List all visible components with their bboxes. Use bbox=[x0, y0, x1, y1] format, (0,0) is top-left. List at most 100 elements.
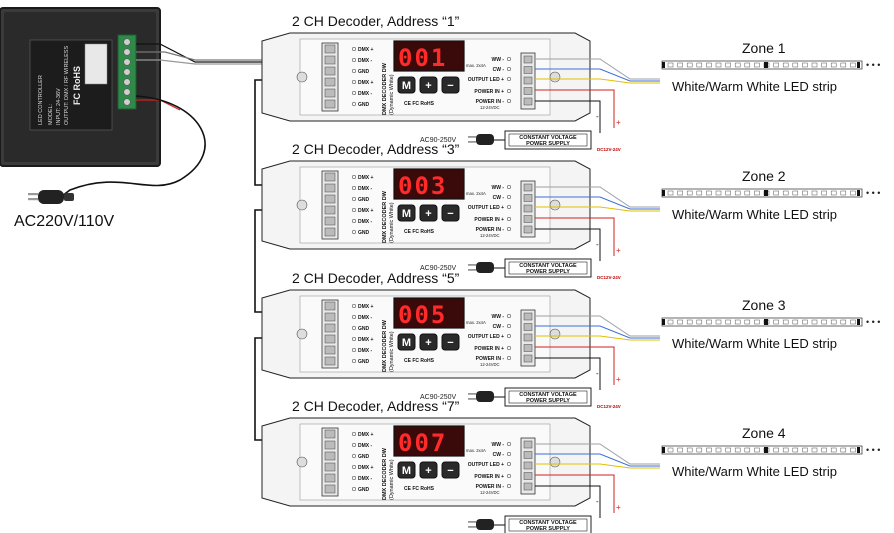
led-chip-icon bbox=[850, 190, 856, 196]
minus-button-label: − bbox=[447, 80, 453, 92]
psu-label-2: POWER SUPPLY bbox=[526, 526, 570, 532]
led-chip-icon bbox=[840, 319, 847, 325]
mode-button[interactable]: M bbox=[397, 76, 416, 94]
terminal-screw-icon bbox=[324, 183, 336, 193]
power-plug-icon bbox=[28, 190, 74, 204]
psu-label-1: CONSTANT VOLTAGE bbox=[519, 392, 577, 398]
mode-button-label: M bbox=[402, 337, 411, 349]
terminal-screw-icon bbox=[523, 194, 533, 202]
minus-button[interactable]: − bbox=[441, 333, 460, 351]
minus-button[interactable]: − bbox=[441, 461, 460, 479]
address-display-value: 003 bbox=[398, 172, 447, 200]
led-chip-icon bbox=[773, 319, 779, 325]
mode-button[interactable]: M bbox=[397, 461, 416, 479]
led-chip-icon bbox=[792, 447, 799, 453]
led-chip-icon bbox=[715, 190, 722, 196]
output-terminal-label: POWER IN - bbox=[476, 99, 505, 105]
plus-button[interactable]: + bbox=[419, 333, 438, 351]
svg-text:-: - bbox=[596, 497, 599, 506]
mode-button[interactable]: M bbox=[397, 333, 416, 351]
minus-button[interactable]: − bbox=[441, 76, 460, 94]
dmx-terminal-label: DMX + bbox=[358, 465, 374, 471]
led-chip-icon bbox=[773, 62, 779, 68]
terminal-screw-icon bbox=[523, 461, 533, 470]
terminal-screw-icon bbox=[324, 66, 336, 76]
led-chip-icon bbox=[830, 319, 837, 325]
strip-label: White/Warm White LED strip bbox=[672, 464, 837, 479]
led-chip-icon bbox=[792, 319, 799, 325]
led-chip-icon bbox=[821, 62, 827, 68]
led-strip: • • • bbox=[661, 188, 880, 198]
svg-text:+: + bbox=[616, 118, 621, 127]
led-chip-icon bbox=[773, 447, 779, 453]
terminal-screw-icon bbox=[324, 312, 336, 322]
decoder-title: 2 CH Decoder, Address “1” bbox=[292, 13, 460, 29]
dmx-terminal-label: DMX + bbox=[358, 208, 374, 214]
mounting-hole-icon bbox=[549, 328, 561, 340]
led-chip-icon bbox=[782, 190, 789, 196]
mode-button[interactable]: M bbox=[397, 204, 416, 222]
led-chip-icon bbox=[725, 319, 731, 325]
terminal-screw-icon bbox=[523, 440, 533, 449]
controller-power-label: AC220V/110V bbox=[14, 213, 115, 230]
psu-label-1: CONSTANT VOLTAGE bbox=[519, 520, 577, 526]
minus-button-label: − bbox=[447, 465, 453, 477]
terminal-screw-icon bbox=[324, 55, 336, 65]
output-terminal-label: WW - bbox=[492, 442, 505, 448]
terminal-screw-icon bbox=[123, 38, 131, 46]
plus-button[interactable]: + bbox=[419, 461, 438, 479]
led-chip-icon bbox=[850, 447, 856, 453]
mounting-hole-icon bbox=[549, 71, 561, 83]
dmx-terminal-label: GND bbox=[358, 326, 370, 332]
decoder-model: DMX DECODER DW bbox=[382, 447, 388, 500]
led-chip-icon bbox=[686, 190, 693, 196]
address-display bbox=[393, 40, 465, 72]
led-chip-icon bbox=[744, 62, 751, 68]
minus-button[interactable]: − bbox=[441, 204, 460, 222]
terminal-screw-icon bbox=[523, 333, 533, 342]
led-chip-icon bbox=[802, 190, 808, 196]
led-chip-icon bbox=[725, 447, 731, 453]
terminal-screw-icon bbox=[523, 215, 533, 223]
led-chip-icon bbox=[811, 447, 818, 453]
mode-button-label: M bbox=[402, 80, 411, 92]
dmx-terminal-label: DMX - bbox=[358, 91, 373, 97]
svg-text:-: - bbox=[596, 240, 599, 249]
led-chip-icon bbox=[744, 447, 751, 453]
power-plug-icon bbox=[468, 262, 494, 273]
terminal-screw-icon bbox=[523, 482, 533, 491]
terminal-screw-icon bbox=[523, 344, 533, 352]
led-chip-icon bbox=[715, 62, 722, 68]
plus-button[interactable]: + bbox=[419, 76, 438, 94]
dmx-terminal-label: DMX + bbox=[358, 47, 374, 53]
output-terminal-label: POWER IN + bbox=[474, 474, 504, 480]
plus-button[interactable]: + bbox=[419, 204, 438, 222]
output-terminal-block bbox=[520, 52, 536, 110]
strip-label: White/Warm White LED strip bbox=[672, 79, 837, 94]
plus-button-label: + bbox=[425, 80, 431, 92]
led-chip-icon bbox=[840, 62, 847, 68]
led-chip-icon bbox=[706, 62, 712, 68]
output-terminal-label: OUTPUT LED + bbox=[468, 205, 504, 211]
power-range-label: 12-24VDC bbox=[480, 490, 500, 495]
power-range-label: 12-24VDC bbox=[480, 362, 500, 367]
led-chip-icon bbox=[754, 447, 760, 453]
led-strip: • • • bbox=[661, 60, 880, 70]
led-chip-icon bbox=[686, 447, 693, 453]
decoder-row-1: 2 CH Decoder, Address “1”DMX +DMX -GNDDM… bbox=[261, 13, 880, 152]
strip-label: White/Warm White LED strip bbox=[672, 336, 837, 351]
controller-line-3: OUTPUT: DMX / RF WIRELESS bbox=[64, 46, 70, 125]
led-chip-icon bbox=[811, 62, 818, 68]
plus-button-label: + bbox=[425, 465, 431, 477]
led-strip: • • • bbox=[661, 317, 880, 327]
svg-text:+: + bbox=[616, 375, 621, 384]
dmx-terminal-label: DMX + bbox=[358, 304, 374, 310]
led-chip-icon bbox=[811, 319, 818, 325]
strip-continuation: • • • bbox=[866, 60, 880, 70]
dmx-terminal-label: GND bbox=[358, 69, 370, 75]
